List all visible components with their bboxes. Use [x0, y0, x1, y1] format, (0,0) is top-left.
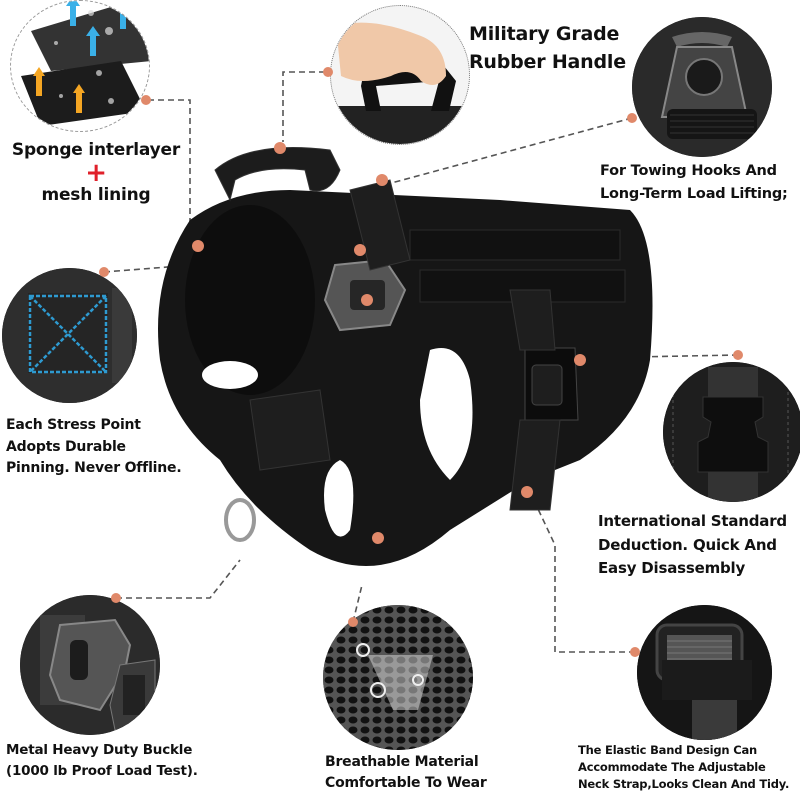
- side-release-buckle-icon: [663, 362, 800, 502]
- dog-harness-product-image: [158, 142, 653, 566]
- breathable-label-line2: Comfortable To Wear: [325, 775, 487, 791]
- stress-label-line2: Adopts Durable: [6, 438, 126, 455]
- sponge-label: Sponge interlayer + mesh lining: [6, 140, 186, 207]
- triangle-tow-ring-icon: [632, 17, 772, 157]
- towing-label: For Towing Hooks And Long-Term Load Lift…: [600, 160, 788, 206]
- towing-label-line2: Long-Term Load Lifting;: [600, 186, 788, 202]
- callout-dot-sponge: [141, 95, 151, 105]
- plus-icon: +: [85, 158, 107, 189]
- callout-dot-metal-buckle: [111, 593, 121, 603]
- elastic-strap-keeper-icon: [637, 605, 772, 740]
- box-x-stitch-icon: [2, 268, 137, 403]
- metal-buckle-label: Metal Heavy Duty Buckle (1000 lb Proof L…: [6, 740, 198, 782]
- handle-detail-image: [330, 5, 470, 145]
- metal-buckle-label-line1: Metal Heavy Duty Buckle: [6, 742, 193, 758]
- metal-buckle-label-line2: (1000 lb Proof Load Test).: [6, 763, 198, 779]
- breathable-label: Breathable Material Comfortable To Wear: [325, 752, 487, 794]
- deduction-label: International Standard Deduction. Quick …: [598, 510, 787, 581]
- stitch-detail-image: [2, 268, 137, 403]
- elastic-label-line2: Accommodate The Adjustable: [578, 760, 766, 774]
- callout-dot-breathable: [348, 617, 358, 627]
- elastic-label-line3: Neck Strap,Looks Clean And Tidy.: [578, 777, 790, 791]
- callout-dot-handle: [323, 67, 333, 77]
- elastic-label: The Elastic Band Design Can Accommodate …: [578, 742, 789, 793]
- deduction-label-line1: International Standard: [598, 512, 787, 530]
- handle-label: Military Grade Rubber Handle: [469, 20, 626, 76]
- sponge-mesh-detail-image: [10, 0, 150, 132]
- buckle-detail-image: [663, 362, 800, 502]
- deduction-label-line3: Easy Disassembly: [598, 559, 746, 577]
- mesh-detail-image: [323, 605, 473, 750]
- stress-label-line1: Each Stress Point: [6, 417, 141, 433]
- cobra-metal-buckle-icon: [20, 595, 160, 735]
- callout-dot-deduction: [733, 350, 743, 360]
- handle-label-line1: Military Grade: [469, 23, 620, 45]
- metal-buckle-detail-image: [20, 595, 160, 735]
- elastic-strap-detail-image: [637, 605, 772, 740]
- breathable-label-line1: Breathable Material: [325, 754, 479, 770]
- callout-dot-towing: [627, 113, 637, 123]
- mesh-fabric-water-icon: [323, 605, 473, 750]
- hand-holding-handle-icon: [331, 22, 469, 144]
- sponge-label-line1: Sponge interlayer: [11, 140, 181, 160]
- stress-label: Each Stress Point Adopts Durable Pinning…: [6, 415, 182, 480]
- deduction-label-line2: Deduction. Quick And: [598, 535, 777, 554]
- towing-label-line1: For Towing Hooks And: [600, 163, 777, 179]
- sponge-mesh-layers-icon: [21, 1, 149, 126]
- elastic-label-line1: The Elastic Band Design Can: [578, 743, 757, 757]
- callout-dot-stress: [99, 267, 109, 277]
- sponge-label-line2: mesh lining: [41, 185, 151, 206]
- towing-ring-detail-image: [632, 17, 772, 157]
- handle-label-line2: Rubber Handle: [469, 51, 626, 73]
- callout-dot-elastic: [630, 647, 640, 657]
- stress-label-line3: Pinning. Never Offline.: [6, 460, 182, 476]
